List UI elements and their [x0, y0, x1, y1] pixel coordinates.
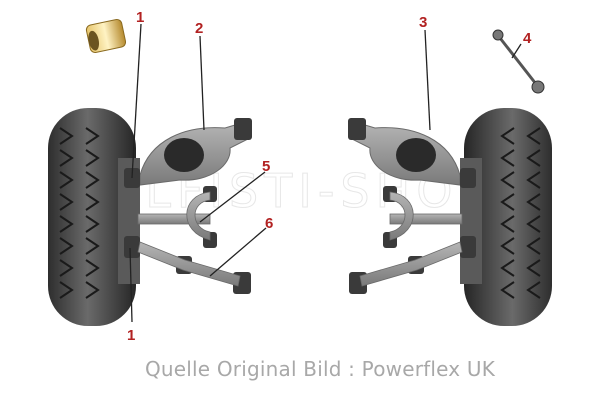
callout-3: 3	[419, 14, 427, 31]
callout-2: 2	[195, 20, 203, 37]
callout-6: 6	[265, 215, 273, 232]
callout-1-top: 1	[136, 9, 144, 26]
leader-lines	[129, 23, 522, 323]
right-tyre	[464, 108, 552, 326]
bushing-part-icon	[85, 18, 127, 54]
right-control-arms	[359, 191, 463, 287]
callout-1-bottom: 1	[127, 327, 135, 344]
source-caption: Quelle Original Bild : Powerflex UK	[144, 357, 496, 381]
callout-labels: 1 2 3 4 5 6 1	[127, 9, 532, 344]
callout-5: 5	[262, 158, 270, 175]
rod-link-part-icon	[492, 29, 545, 94]
left-suspension-assembly	[48, 108, 252, 326]
right-suspension-assembly	[348, 108, 552, 326]
callout-4: 4	[523, 30, 532, 47]
right-trailing-arm	[349, 121, 461, 186]
left-tyre	[48, 108, 136, 326]
left-control-arms	[137, 191, 241, 287]
